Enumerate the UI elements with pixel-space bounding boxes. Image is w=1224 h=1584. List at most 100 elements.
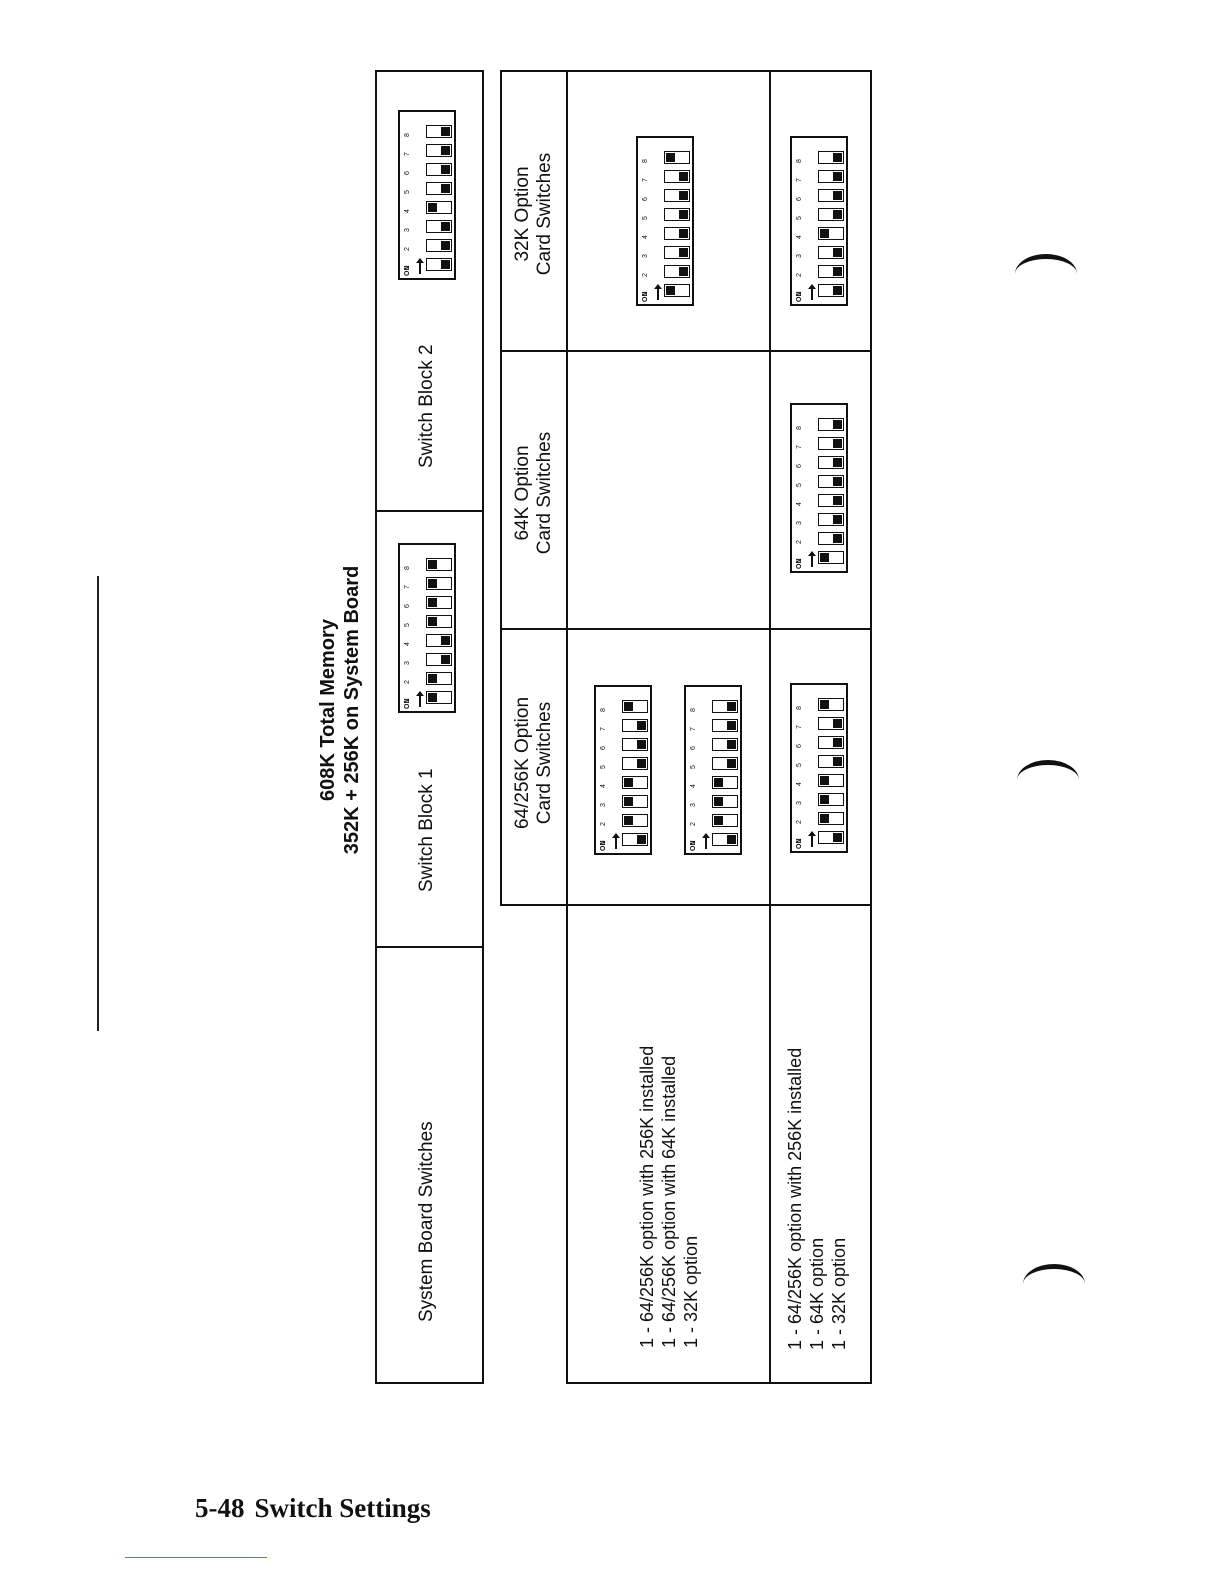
switch-knob — [428, 693, 437, 702]
dip-switch-position — [818, 151, 844, 164]
switch-knob — [833, 172, 842, 181]
switch-number: 8 — [642, 159, 649, 163]
switch-knob — [820, 229, 829, 238]
page-edge-line — [97, 576, 99, 1031]
switch-number: 5 — [404, 190, 411, 194]
arrow-up-icon — [416, 691, 424, 707]
divider — [769, 70, 771, 1384]
row-2-line-1: 1 - 64/256K option with 256K installed — [785, 1047, 805, 1350]
switch-number: 5 — [796, 483, 803, 487]
switch-number: 8 — [690, 708, 697, 712]
switch-number: 8 — [404, 566, 411, 570]
switch-knob — [727, 721, 736, 730]
dip-switch-position — [426, 144, 452, 157]
switch-number: 2 — [404, 680, 411, 684]
switch-knob — [820, 795, 829, 804]
header-64k-option: 64K Option Card Switches — [512, 423, 556, 563]
dip-switch-position — [664, 189, 690, 202]
switch-number: 1 — [404, 266, 411, 270]
switch-number: 1 — [642, 292, 649, 296]
dip-switch-position — [426, 220, 452, 233]
arrow-up-icon — [808, 551, 816, 567]
switch-knob — [833, 496, 842, 505]
row-2-description: 1 - 64/256K option with 256K installed 1… — [784, 1048, 850, 1350]
switch-knob — [441, 165, 450, 174]
switch-knob — [833, 420, 842, 429]
switch-knob — [441, 184, 450, 193]
dip-switch-position — [664, 208, 690, 221]
switch-number: 6 — [642, 197, 649, 201]
switch-number: 4 — [600, 784, 607, 788]
switch-number: 3 — [796, 801, 803, 805]
dip-switch-position — [664, 227, 690, 240]
dip-switch-position — [818, 717, 844, 730]
row-1-line-1: 1 - 64/256K option with 256K installed — [637, 1045, 657, 1348]
dip-switch-position — [818, 831, 844, 844]
page-title: 608K Total Memory 352K + 256K on System … — [316, 560, 364, 860]
header-64-256k-option: 64/256K Option Card Switches — [512, 688, 556, 838]
switch-knob — [441, 127, 450, 136]
switch-number: 1 — [690, 841, 697, 845]
dip-switch-position — [818, 736, 844, 749]
binder-hole-mark — [1023, 1264, 1085, 1304]
switch-number: 4 — [690, 784, 697, 788]
dip-switch-position — [818, 284, 844, 297]
switch-number: 7 — [404, 585, 411, 589]
dip-switch-position — [818, 532, 844, 545]
arrow-up-icon — [654, 284, 662, 300]
switch-knob — [428, 598, 437, 607]
divider — [566, 70, 568, 906]
dip-switch-position — [712, 738, 738, 751]
switch-knob — [833, 738, 842, 747]
switch-knob — [820, 553, 829, 562]
switch-knob — [820, 814, 829, 823]
switch-knob — [666, 286, 675, 295]
dip-switch-position — [622, 776, 648, 789]
switch-number: 7 — [690, 727, 697, 731]
dip-switch-position — [664, 265, 690, 278]
switch-knob — [833, 458, 842, 467]
switch-number: 6 — [796, 197, 803, 201]
switch-number: 7 — [796, 725, 803, 729]
dip-switch-position — [426, 239, 452, 252]
dip-switch-position — [622, 738, 648, 751]
switch-number: 4 — [404, 642, 411, 646]
dip-switch-position — [818, 208, 844, 221]
switch-number: 2 — [642, 273, 649, 277]
dip-switch-position — [426, 201, 452, 214]
switch-knob — [833, 210, 842, 219]
switch-number: 3 — [690, 803, 697, 807]
dip-switch-position — [818, 227, 844, 240]
dip-switch-position — [818, 774, 844, 787]
switch-number: 2 — [404, 247, 411, 251]
dip-switch-position — [818, 437, 844, 450]
dip-switch-position — [426, 634, 452, 647]
switch-number: 7 — [796, 178, 803, 182]
header-switch-block-2: Switch Block 2 — [416, 344, 437, 468]
switch-number: 2 — [796, 540, 803, 544]
switch-knob — [428, 579, 437, 588]
header-64-256k-line-2: Card Switches — [534, 701, 555, 825]
switch-number: 4 — [796, 502, 803, 506]
dip-switch-position — [818, 189, 844, 202]
row-2-line-2: 1 - 64K option — [807, 1237, 827, 1350]
switch-number: 7 — [600, 727, 607, 731]
dip-switch-position — [426, 615, 452, 628]
dip-switch-position — [426, 577, 452, 590]
header-32k-line-1: 32K Option — [512, 166, 533, 262]
dip-switch-position — [426, 653, 452, 666]
switch-knob — [833, 719, 842, 728]
dip-switch-position — [818, 812, 844, 825]
switch-number: 3 — [642, 254, 649, 258]
switch-knob — [679, 191, 688, 200]
switch-number: 3 — [404, 228, 411, 232]
header-32k-line-2: Card Switches — [534, 152, 555, 276]
switch-number: 3 — [600, 803, 607, 807]
section-title: Switch Settings — [254, 1493, 431, 1523]
switch-number: 8 — [796, 426, 803, 430]
title-line-2: 352K + 256K on System Board — [341, 565, 363, 855]
